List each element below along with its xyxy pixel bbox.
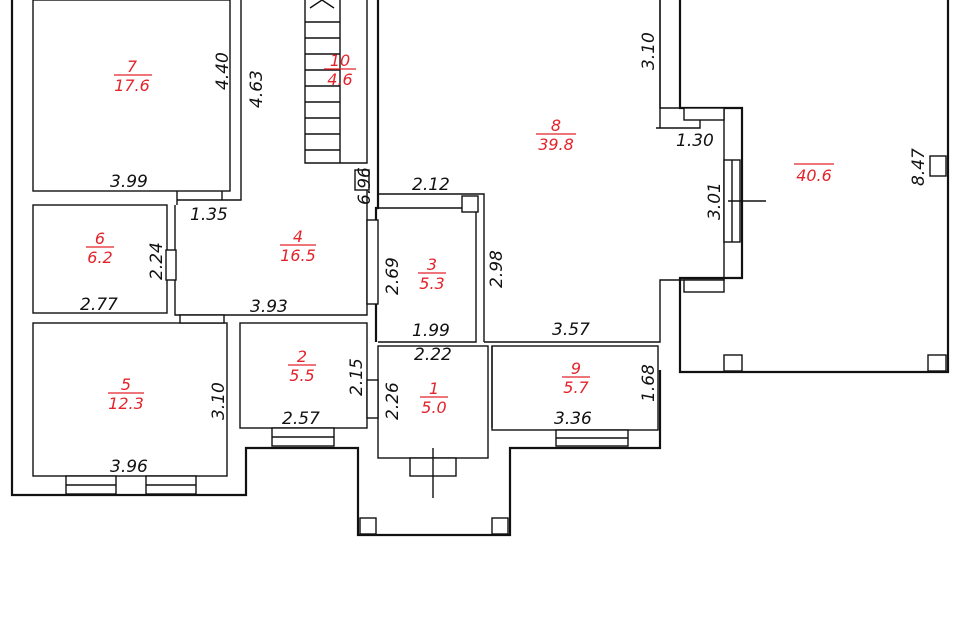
room-area: 16.5 — [280, 246, 316, 265]
door-5-4 — [179, 314, 225, 324]
dim-label: 3.01 — [705, 182, 725, 220]
door-2-1 — [366, 379, 379, 419]
room-number: 1 — [429, 379, 439, 398]
room-3-outline — [378, 207, 477, 343]
room-number: 8 — [551, 116, 561, 135]
dim-label: 2.77 — [80, 295, 118, 315]
room-label-6: 6 6.2 — [86, 229, 114, 267]
room-label-2: 2 5.5 — [288, 347, 316, 385]
walls — [10, 0, 950, 537]
dim-label: 2.12 — [412, 175, 450, 195]
room-area: 5.0 — [421, 398, 446, 417]
room-number: 5 — [121, 375, 131, 394]
room-area: 4.6 — [327, 70, 352, 89]
dim-label: 6.96 — [355, 167, 375, 205]
dim-label: 2.22 — [414, 345, 452, 365]
room-number: 7 — [127, 57, 138, 76]
room-label-4: 4 16.5 — [280, 227, 316, 265]
room-area: 6.2 — [87, 248, 112, 267]
stairs — [305, 0, 341, 163]
room-label-7: 7 17.6 — [114, 57, 152, 95]
dim-label: 1.99 — [412, 321, 450, 341]
room-area: 5.5 — [289, 366, 314, 385]
dim-label: 4.63 — [247, 70, 267, 108]
room-label-9: 9 5.7 — [562, 359, 590, 397]
porch-column-a — [359, 517, 377, 535]
column-11c — [927, 354, 947, 372]
dim-label: 1.30 — [676, 131, 714, 151]
room-7-outline — [32, 0, 231, 192]
room-5-outline — [32, 322, 228, 477]
room-label-10: 10 4.6 — [324, 51, 356, 89]
dim-label: 1.68 — [639, 364, 659, 402]
dim-label: 3.96 — [110, 457, 148, 477]
dim-label: 2.98 — [487, 250, 507, 288]
column-11b — [723, 354, 743, 372]
room-number: 6 — [95, 229, 105, 248]
dim-label: 1.35 — [190, 205, 228, 225]
room-label-8: 8 39.8 — [536, 116, 576, 154]
column-3 — [461, 195, 479, 213]
door-4-3 — [366, 219, 379, 305]
door-4-8 — [354, 169, 370, 191]
dim-label: 3.10 — [639, 32, 659, 70]
room-area: 5.3 — [419, 274, 444, 293]
room-number: 2 — [297, 347, 307, 366]
room-number: 10 — [330, 51, 350, 70]
dim-label: 3.57 — [552, 320, 590, 340]
dimension-labels: 4.40 4.63 3.99 1.35 2.24 2.77 3.93 6.96 … — [80, 32, 929, 477]
dim-label: 3.10 — [209, 382, 229, 420]
porch-column-b — [491, 517, 509, 535]
room-label-11: 40.6 — [794, 163, 834, 185]
dim-label: 2.69 — [383, 257, 403, 295]
dim-label: 4.40 — [213, 52, 233, 90]
room-number: 3 — [427, 255, 437, 274]
window-8a — [683, 107, 725, 121]
dim-label: 3.36 — [554, 409, 592, 429]
room-label-3: 3 5.3 — [418, 255, 446, 293]
dim-label: 2.15 — [347, 358, 367, 396]
window-8b — [683, 279, 725, 293]
dim-label: 2.57 — [282, 409, 320, 429]
room-area: 39.8 — [538, 135, 574, 154]
dim-label: 3.99 — [110, 172, 148, 192]
room-number: 4 — [293, 227, 303, 246]
room-label-5: 5 12.3 — [108, 375, 144, 413]
room-number: 9 — [571, 359, 581, 378]
outer-wall-left — [10, 0, 662, 537]
room-area: 5.7 — [563, 378, 589, 397]
column-11a — [929, 155, 947, 177]
room-3-top — [378, 193, 485, 342]
dim-label: 2.26 — [383, 382, 403, 420]
door-6-4 — [165, 249, 177, 281]
room-label-1: 1 5.0 — [420, 379, 448, 417]
room-10-outline — [304, 0, 368, 164]
corridor-wall — [177, 0, 242, 201]
dim-label: 8.47 — [909, 148, 929, 186]
dim-label: 2.24 — [147, 242, 167, 280]
room-area: 40.6 — [796, 166, 832, 185]
room-area: 12.3 — [108, 394, 144, 413]
room-labels: 7 17.6 10 4.6 8 39.8 40.6 6 6.2 4 16.5 — [86, 51, 834, 417]
room-area: 17.6 — [114, 76, 150, 95]
dim-label: 3.93 — [250, 297, 288, 317]
